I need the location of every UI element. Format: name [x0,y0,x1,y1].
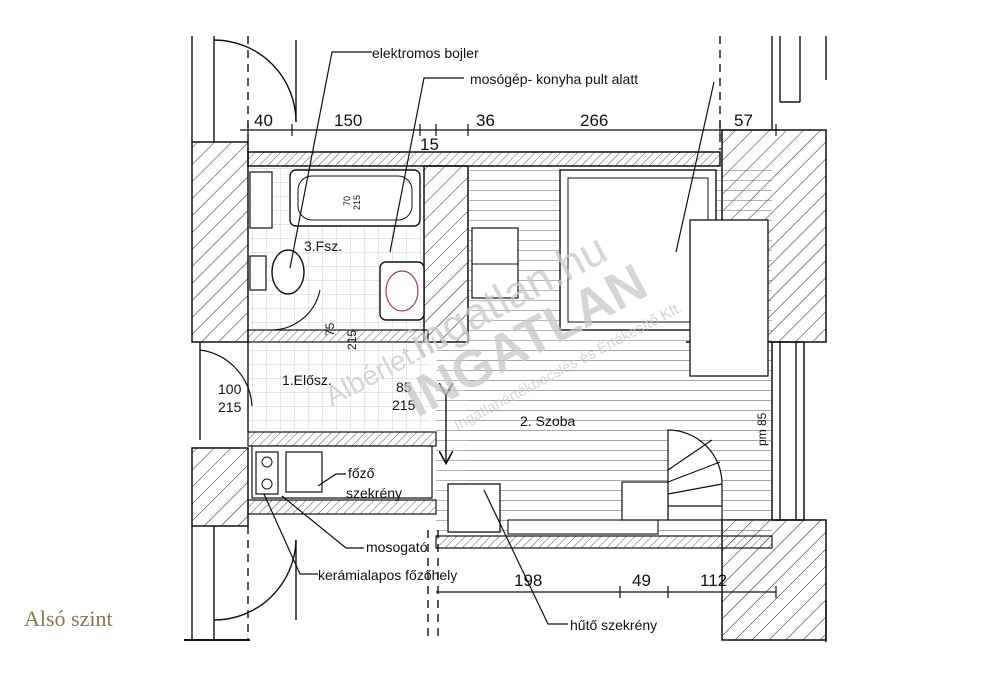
wall-bottom [435,535,773,549]
wall-left-lower [191,447,249,527]
fridge [447,483,501,533]
hall-floor [248,342,428,432]
low-cabinet [507,519,659,535]
bath-door-height: 215 [345,330,359,350]
inner-door-width: 85 [396,379,412,395]
callout-cooking-cabinet-1: főző [348,465,375,481]
dimension-top-1: 40 [254,111,273,130]
boiler-tank [249,171,273,229]
kitchen [251,445,433,499]
dimension-bottom-2: 49 [632,571,651,590]
kitchen-counter [251,445,433,499]
leader-lines [263,51,715,625]
callout-fridge-cabinet: hűtő szekrény [570,617,657,633]
toilet [271,249,305,295]
spiral-staircase [621,429,723,521]
kitchen-sink [285,451,323,493]
wall-kitchen [247,431,437,447]
dimension-bottom-1: 198 [514,571,542,590]
callout-ceramic-hob: kerámialapos főzőhely [318,567,457,583]
counter-right [689,219,769,377]
wall-right-mid [771,341,805,521]
bathtub-inner [297,175,413,221]
wall-left-upper [191,141,249,343]
corridor-left [184,36,297,641]
hall: 1.Elősz. 100 215 85 215 75 215 [199,289,428,440]
dimension-line-bottom [436,586,777,598]
window-right-label: pm 85 [755,412,769,446]
callout-boiler: elektromos bojler [372,45,479,61]
room-main-label: 2. Szoba [520,413,575,429]
wall-kitchen-bottom [247,499,437,515]
washbasin-bowl [385,270,419,312]
wall-bath-hall [247,329,429,343]
wall-top [247,151,721,167]
dimension-line-top [240,124,780,136]
dimension-bottom-3: 112 [700,571,727,590]
ceramic-hob [255,451,279,495]
room-bathroom-label: 3.Fsz. [304,238,342,254]
bathtub [289,169,421,227]
tub-length: 215 [352,195,362,210]
entry-door-width: 100 [218,381,242,397]
entry-door-height: 215 [218,399,242,415]
callout-washing-machine: mosógép- konyha pult alatt [470,71,638,87]
dimension-top-4: 36 [476,111,495,130]
callout-cooking-cabinet-2: szekrény [346,485,402,501]
dimension-top-5: 266 [580,111,608,130]
entry-door-swing [199,349,253,407]
callout-sink: mosogató [366,539,428,555]
bathroom: 3.Fsz. 70 215 [248,166,425,330]
dimension-top-3: 15 [420,135,439,154]
shelf-unit [471,227,519,299]
level-caption: Alsó szint [24,606,113,631]
main-room: 2. Szoba pm 85 [436,166,772,536]
right-exterior [771,36,827,642]
toilet-tank [249,255,267,291]
tub-width: 70 [342,196,352,206]
dimension-top-2: 150 [334,111,362,130]
inner-door-height: 215 [392,397,416,413]
room-hall-label: 1.Elősz. [282,372,332,388]
dimension-top-6: 57 [734,111,753,130]
bath-door-swing [269,289,321,331]
bath-door-width: 75 [323,322,337,336]
wall-partition [423,165,469,343]
